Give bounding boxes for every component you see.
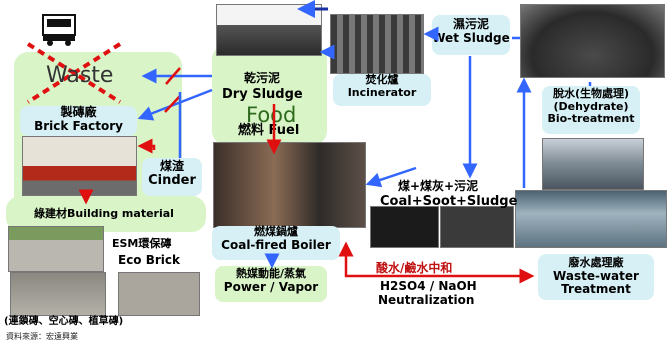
dehydrate-en2: Bio-treatment [547,112,635,126]
brick-types-label: (連鎖磚、空心磚、植草磚) [4,316,124,327]
food-label: Food [246,103,297,127]
brick-factory-photo [22,136,137,196]
wastewater-en2: Treatment [561,282,631,297]
cinder-box: 煤渣 Cinder [142,158,202,196]
bio-treatment-photo [542,138,644,190]
arrow-coal-to-boiler [365,166,417,188]
incinerator-en: Incinerator [347,85,417,99]
fuel-zh: 燃料 [238,123,265,138]
dehydrate-box: 脫水(生物處理) (Dehydrate) Bio-treatment [542,86,640,134]
incinerator-zh: 焚化爐 [365,73,399,86]
paving-brick-photo [8,226,104,272]
incinerator-photo [330,14,424,74]
arrow-cinder-to-brick [137,138,156,154]
boiler-en: Coal-fired Boiler [221,237,331,252]
brick-factory-zh: 製磚廠 [60,105,97,119]
truck-icon [42,14,76,46]
fuel-en: Fuel [268,123,300,138]
cross-mark-icon [26,42,122,104]
coal-photo [370,206,439,248]
dehydrate-en1: (Dehydrate) [553,99,629,113]
incinerator-box: 焚化爐 Incinerator [333,73,431,106]
power-zh: 熱媒動能/蒸氣 [235,267,307,280]
neutralization-en1: H2SO4 / NaOH [380,279,477,293]
waste-label: Waste [46,63,114,88]
cinder-en: Cinder [148,172,196,188]
fuel-label: 燃料 Fuel [238,123,300,138]
dry-sludge-zh: 乾污泥 [244,71,281,85]
esm-brick-en: Eco Brick [118,253,181,267]
power-en: Power / Vapor [223,279,319,294]
wastewater-en1: Waste-water [553,268,639,283]
arrow-boiler-to-wastewater [344,244,535,284]
brick-factory-en: Brick Factory [34,118,123,133]
arrow-block-1 [165,67,181,85]
arrow-block-2 [164,95,181,113]
grass-brick-photo [10,272,106,316]
soot-photo [440,206,514,248]
wastewater-photo [515,190,667,248]
brick-factory-box: 製磚廠 Brick Factory [20,105,137,136]
wet-sludge-photo [520,4,665,78]
source-label: 資料來源：宏遠興業 [6,332,78,341]
wet-sludge-box: 濕污泥 Wet Sludge [432,15,510,55]
eco-brick-photo [118,272,200,316]
neutralization-en2: Neutralization [378,293,475,307]
wastewater-box: 廢水處理廠 Waste-water Treatment [538,254,654,300]
esm-brick-zh: ESM環保磚 [112,237,172,250]
wet-sludge-en: Wet Sludge [432,30,510,45]
dehydrate-zh: 脫水(生物處理) [552,87,630,100]
building-material-label: 綠建材Building material [34,207,174,220]
power-box: 熱媒動能/蒸氣 Power / Vapor [215,266,327,302]
coal-mix-en: Coal+Soot+Sludge [380,194,518,209]
building-material-zh: 綠建材 [34,207,67,220]
building-material-en: Building material [67,207,174,220]
dry-sludge-en: Dry Sludge [222,87,303,102]
coal-mix-zh: 煤+煤灰+污泥 [398,179,479,193]
arrow-dry-to-brick [137,88,213,121]
wastewater-zh: 廢水處理廠 [568,256,624,269]
cinder-zh: 煤渣 [159,159,184,173]
boiler-zh: 燃煤鍋爐 [254,225,298,238]
wet-sludge-zh: 濕污泥 [452,17,489,31]
sludge-region [212,45,327,145]
neutralization-zh: 酸水/鹼水中和 [376,261,453,275]
